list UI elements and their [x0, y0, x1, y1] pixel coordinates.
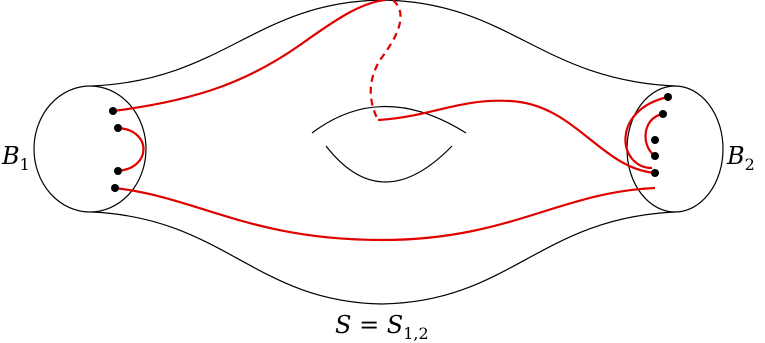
arc-right-inner-loop	[644, 112, 664, 158]
label-b2: B2	[726, 142, 755, 174]
arc-left-loop	[117, 126, 145, 173]
arc-top-left	[112, 0, 386, 113]
marked-point-right-4	[651, 152, 659, 160]
arc-bottom	[114, 186, 656, 242]
marked-point-right-5	[651, 169, 659, 177]
arc-handle-to-right	[377, 99, 656, 175]
arc-right-outer-loop	[624, 95, 669, 170]
top-edge	[91, 0, 676, 87]
marked-point-left-3	[114, 167, 122, 175]
arcs	[112, 0, 669, 242]
marked-point-left-4	[111, 184, 119, 192]
marked-point-right-3	[651, 136, 659, 144]
marked-point-left-2	[114, 124, 122, 132]
arc-hidden-dashed	[369, 0, 402, 121]
marked-point-left-1	[109, 107, 117, 115]
handle-top	[311, 105, 467, 134]
marked-points	[109, 93, 672, 192]
boundary-b1-circle	[33, 85, 147, 213]
boundary-b2-circle	[626, 85, 724, 213]
handle-bottom	[325, 145, 453, 183]
marked-point-right-1	[664, 93, 672, 101]
surface-outline	[33, 0, 724, 305]
label-surface: S = S1,2	[335, 311, 429, 343]
bottom-edge	[91, 211, 676, 305]
label-b1: B1	[1, 142, 30, 174]
marked-point-right-2	[659, 110, 667, 118]
